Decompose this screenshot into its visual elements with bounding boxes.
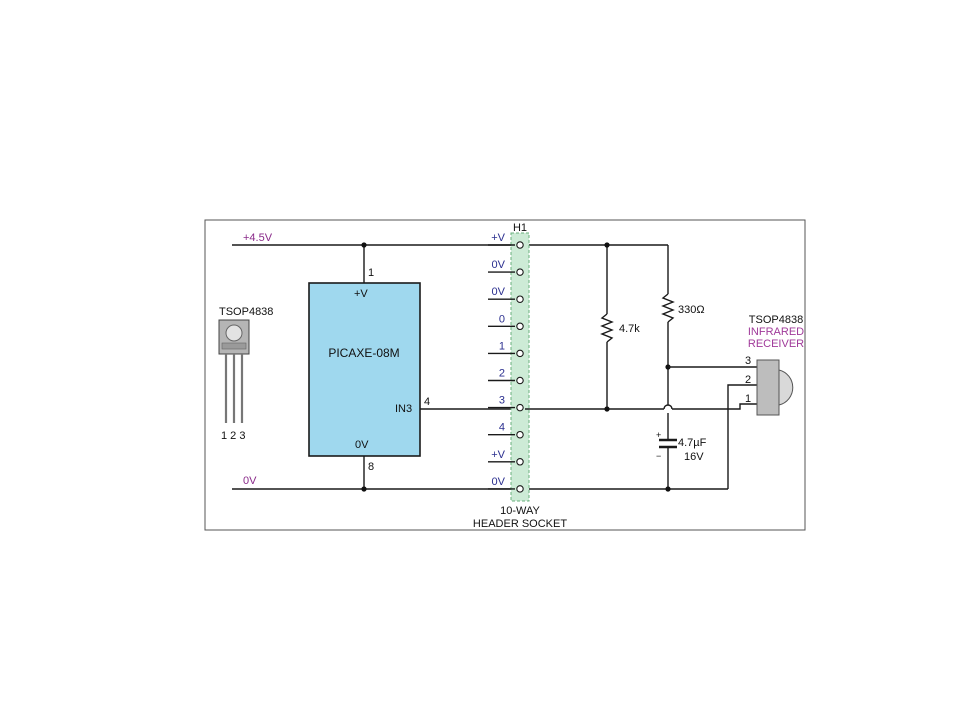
header-pin-label: 4 <box>499 422 505 434</box>
header-pin-label: 0V <box>492 476 506 488</box>
cap-voltage: 16V <box>684 451 704 463</box>
header-pin-label: 2 <box>499 368 505 380</box>
resistor-330 <box>661 293 675 323</box>
header-pin-hole <box>516 485 524 493</box>
receiver-desc-line2: RECEIVER <box>748 338 804 350</box>
resistor-4k7 <box>600 313 614 343</box>
header-pin-hole <box>516 349 524 358</box>
header-socket-body <box>510 232 530 502</box>
header-pin-hole <box>516 241 524 249</box>
r1-value: 4.7k <box>619 323 640 335</box>
chip-name: PICAXE-08M <box>328 346 399 360</box>
header-pin-label: 0V <box>492 286 506 298</box>
picaxe-chip <box>308 282 421 457</box>
ground-rail-label: 0V <box>243 475 257 487</box>
header-pin-hole <box>516 458 524 466</box>
junction-r1-top <box>604 242 610 248</box>
header-pin-label: 0 <box>499 313 505 325</box>
rx-pin3: 3 <box>745 355 751 367</box>
rx-pin2: 2 <box>745 374 751 386</box>
package-part: TSOP4838 <box>219 306 273 318</box>
package-pin-numbers: 1 2 3 <box>221 430 245 442</box>
header-caption-line2: HEADER SOCKET <box>473 518 567 530</box>
header-pin-hole <box>516 376 524 385</box>
cap-minus: − <box>656 451 661 461</box>
rx-pin1: 1 <box>745 393 751 405</box>
receiver-desc-line1: INFRARED <box>748 326 804 338</box>
header-pin-label: 3 <box>499 395 505 407</box>
chip-pin-right-number: 4 <box>424 396 430 408</box>
positive-rail-label: +4.5V <box>243 232 273 244</box>
header-pins: +V 0V 0V 0 1 2 3 4 +V 0V <box>488 232 524 493</box>
header-pin-hole <box>516 268 524 276</box>
header-caption-line1: 10-WAY <box>500 505 540 517</box>
chip-pin-bottom-number: 8 <box>368 461 374 473</box>
chip-pin-bottom-label: 0V <box>355 439 369 451</box>
header-pin-hole <box>516 430 524 439</box>
chip-pin-right-label: IN3 <box>395 403 412 415</box>
receiver-part: TSOP4838 <box>749 314 803 326</box>
package-tab <box>221 342 247 350</box>
header-pin-label: 1 <box>499 340 505 352</box>
header-pin-hole <box>516 403 524 412</box>
package-lens-icon <box>225 324 243 342</box>
diagram-frame <box>204 219 806 531</box>
cap-value: 4.7µF <box>678 437 707 449</box>
chip-pin-top-number: 1 <box>368 267 374 279</box>
ir-receiver-body <box>756 359 780 416</box>
chip-pin-top-label: +V <box>354 288 368 300</box>
rx-pin1-wire <box>728 403 757 410</box>
cap-plus: + <box>656 430 661 440</box>
junction-cap-bottom <box>665 486 671 492</box>
junction-chip-bottom <box>361 486 367 492</box>
r2-value: 330Ω <box>678 304 705 316</box>
header-pin-hole <box>516 295 524 303</box>
junction-r1-bottom <box>604 406 610 412</box>
header-ref: H1 <box>513 222 527 234</box>
ir-receiver-lens <box>778 369 794 406</box>
header-pin-label: 0V <box>492 259 506 271</box>
header-pin-label: +V <box>491 449 505 461</box>
junction-chip-top <box>361 242 367 248</box>
header-pin-label: +V <box>491 232 505 244</box>
rx-pin2-wire <box>727 384 757 489</box>
header-pin-hole <box>516 322 524 331</box>
